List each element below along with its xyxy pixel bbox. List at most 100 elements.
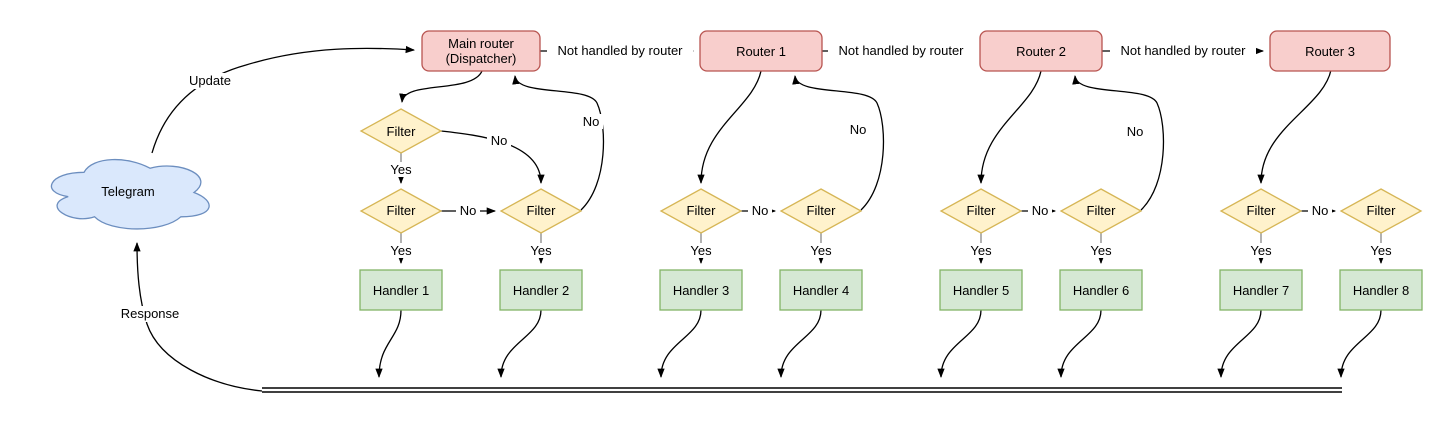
filter-label: Filter [687,203,717,218]
main-router-label: Main router(Dispatcher) [446,36,517,66]
edge-router2-to-filter [977,70,1042,185]
main-router-node [421,30,541,72]
label-bg [828,43,974,59]
update-label: Update [189,73,231,88]
edge-handler4-to-bus [777,309,822,379]
handler-4-node [779,269,863,311]
yes-label: Yes [390,243,412,258]
not-handled-label: Not handled by router [557,43,683,58]
label-bg [487,133,511,148]
filter-label: Filter [1367,203,1397,218]
filter-diamond [359,188,443,234]
handler-6-node [1059,269,1143,311]
label-bg [807,243,835,258]
yes-label: Yes [810,243,832,258]
no-label: No [752,203,769,218]
handler-5-node [939,269,1023,311]
not-handled-label: Not handled by router [1120,43,1246,58]
edge-main-to-filter [399,70,483,104]
no-label: No [1312,203,1329,218]
label-bg [1123,124,1147,139]
label-bg [1087,243,1115,258]
filter-diamond [1219,188,1303,234]
router-2-label: Router 2 [1016,44,1066,59]
not-handled-label: Not handled by router [838,43,964,58]
edge-no-return-main [512,74,605,211]
handler-3-node [659,269,743,311]
filter-label: Filter [807,203,837,218]
label-bg [1308,203,1332,218]
no-label: No [850,122,867,137]
edge-handler7-to-bus [1217,309,1262,379]
edge-router1-to-filter [697,70,762,185]
handler-2-node [499,269,583,311]
yes-label: Yes [1090,243,1112,258]
filter-diamond [1059,188,1143,234]
edge-handler6-to-bus [1057,309,1102,379]
edge-no-return-router2 [1072,74,1165,211]
handler-2-label: Handler 2 [513,283,569,298]
handler-6-label: Handler 6 [1073,283,1129,298]
label-bg [579,114,603,129]
router-1-label: Router 1 [736,44,786,59]
yes-label: Yes [970,243,992,258]
no-label: No [491,133,508,148]
filter-diamond [499,188,583,234]
label-bg [1367,243,1395,258]
label-bg [387,243,415,258]
filter-label: Filter [387,124,417,139]
yes-label: Yes [1370,243,1392,258]
handler-1-node [359,269,443,311]
label-bg [527,243,555,258]
label-bg [184,73,236,89]
edge-handler2-to-bus [497,309,542,379]
filter-label: Filter [1247,203,1277,218]
filter-diamond [1339,188,1423,234]
edge-update [151,45,416,154]
router-3-label: Router 3 [1305,44,1355,59]
yes-label: Yes [690,243,712,258]
label-bg [687,243,715,258]
handler-4-label: Handler 4 [793,283,849,298]
label-bg [967,243,995,258]
label-bg [1247,243,1275,258]
filter-diamond [939,188,1023,234]
filter-diamond [779,188,863,234]
router-2-node [979,30,1103,72]
label-bg [456,203,480,218]
label-bg [1028,203,1052,218]
yes-label: Yes [530,243,552,258]
yes-label: Yes [390,162,412,177]
edge-response [133,241,263,392]
router-1-node [699,30,823,72]
no-label: No [1032,203,1049,218]
filter-diamond [659,188,743,234]
label-bg [846,122,870,137]
filter-label: Filter [967,203,997,218]
edge-no-return-router1 [792,74,885,211]
telegram-cloud [50,158,210,230]
filter-label: Filter [1087,203,1117,218]
handler-7-label: Handler 7 [1233,283,1289,298]
cloud-label: Telegram [101,184,154,199]
filter-label: Filter [527,203,557,218]
handler-8-node [1339,269,1423,311]
edge-handler1-to-bus [375,309,402,379]
filter-label: Filter [387,203,417,218]
label-bg [547,43,693,59]
no-label: No [460,203,477,218]
handler-5-label: Handler 5 [953,283,1009,298]
handler-7-node [1219,269,1303,311]
edge-handler3-to-bus [657,309,702,379]
handler-8-label: Handler 8 [1353,283,1409,298]
response-label: Response [121,306,180,321]
edge-handler5-to-bus [937,309,982,379]
router-3-node [1269,30,1391,72]
no-label: No [1127,124,1144,139]
label-bg [1110,43,1256,59]
edge-router3-to-filter [1257,69,1332,185]
handler-1-label: Handler 1 [373,283,429,298]
filter-diamond [359,108,443,154]
